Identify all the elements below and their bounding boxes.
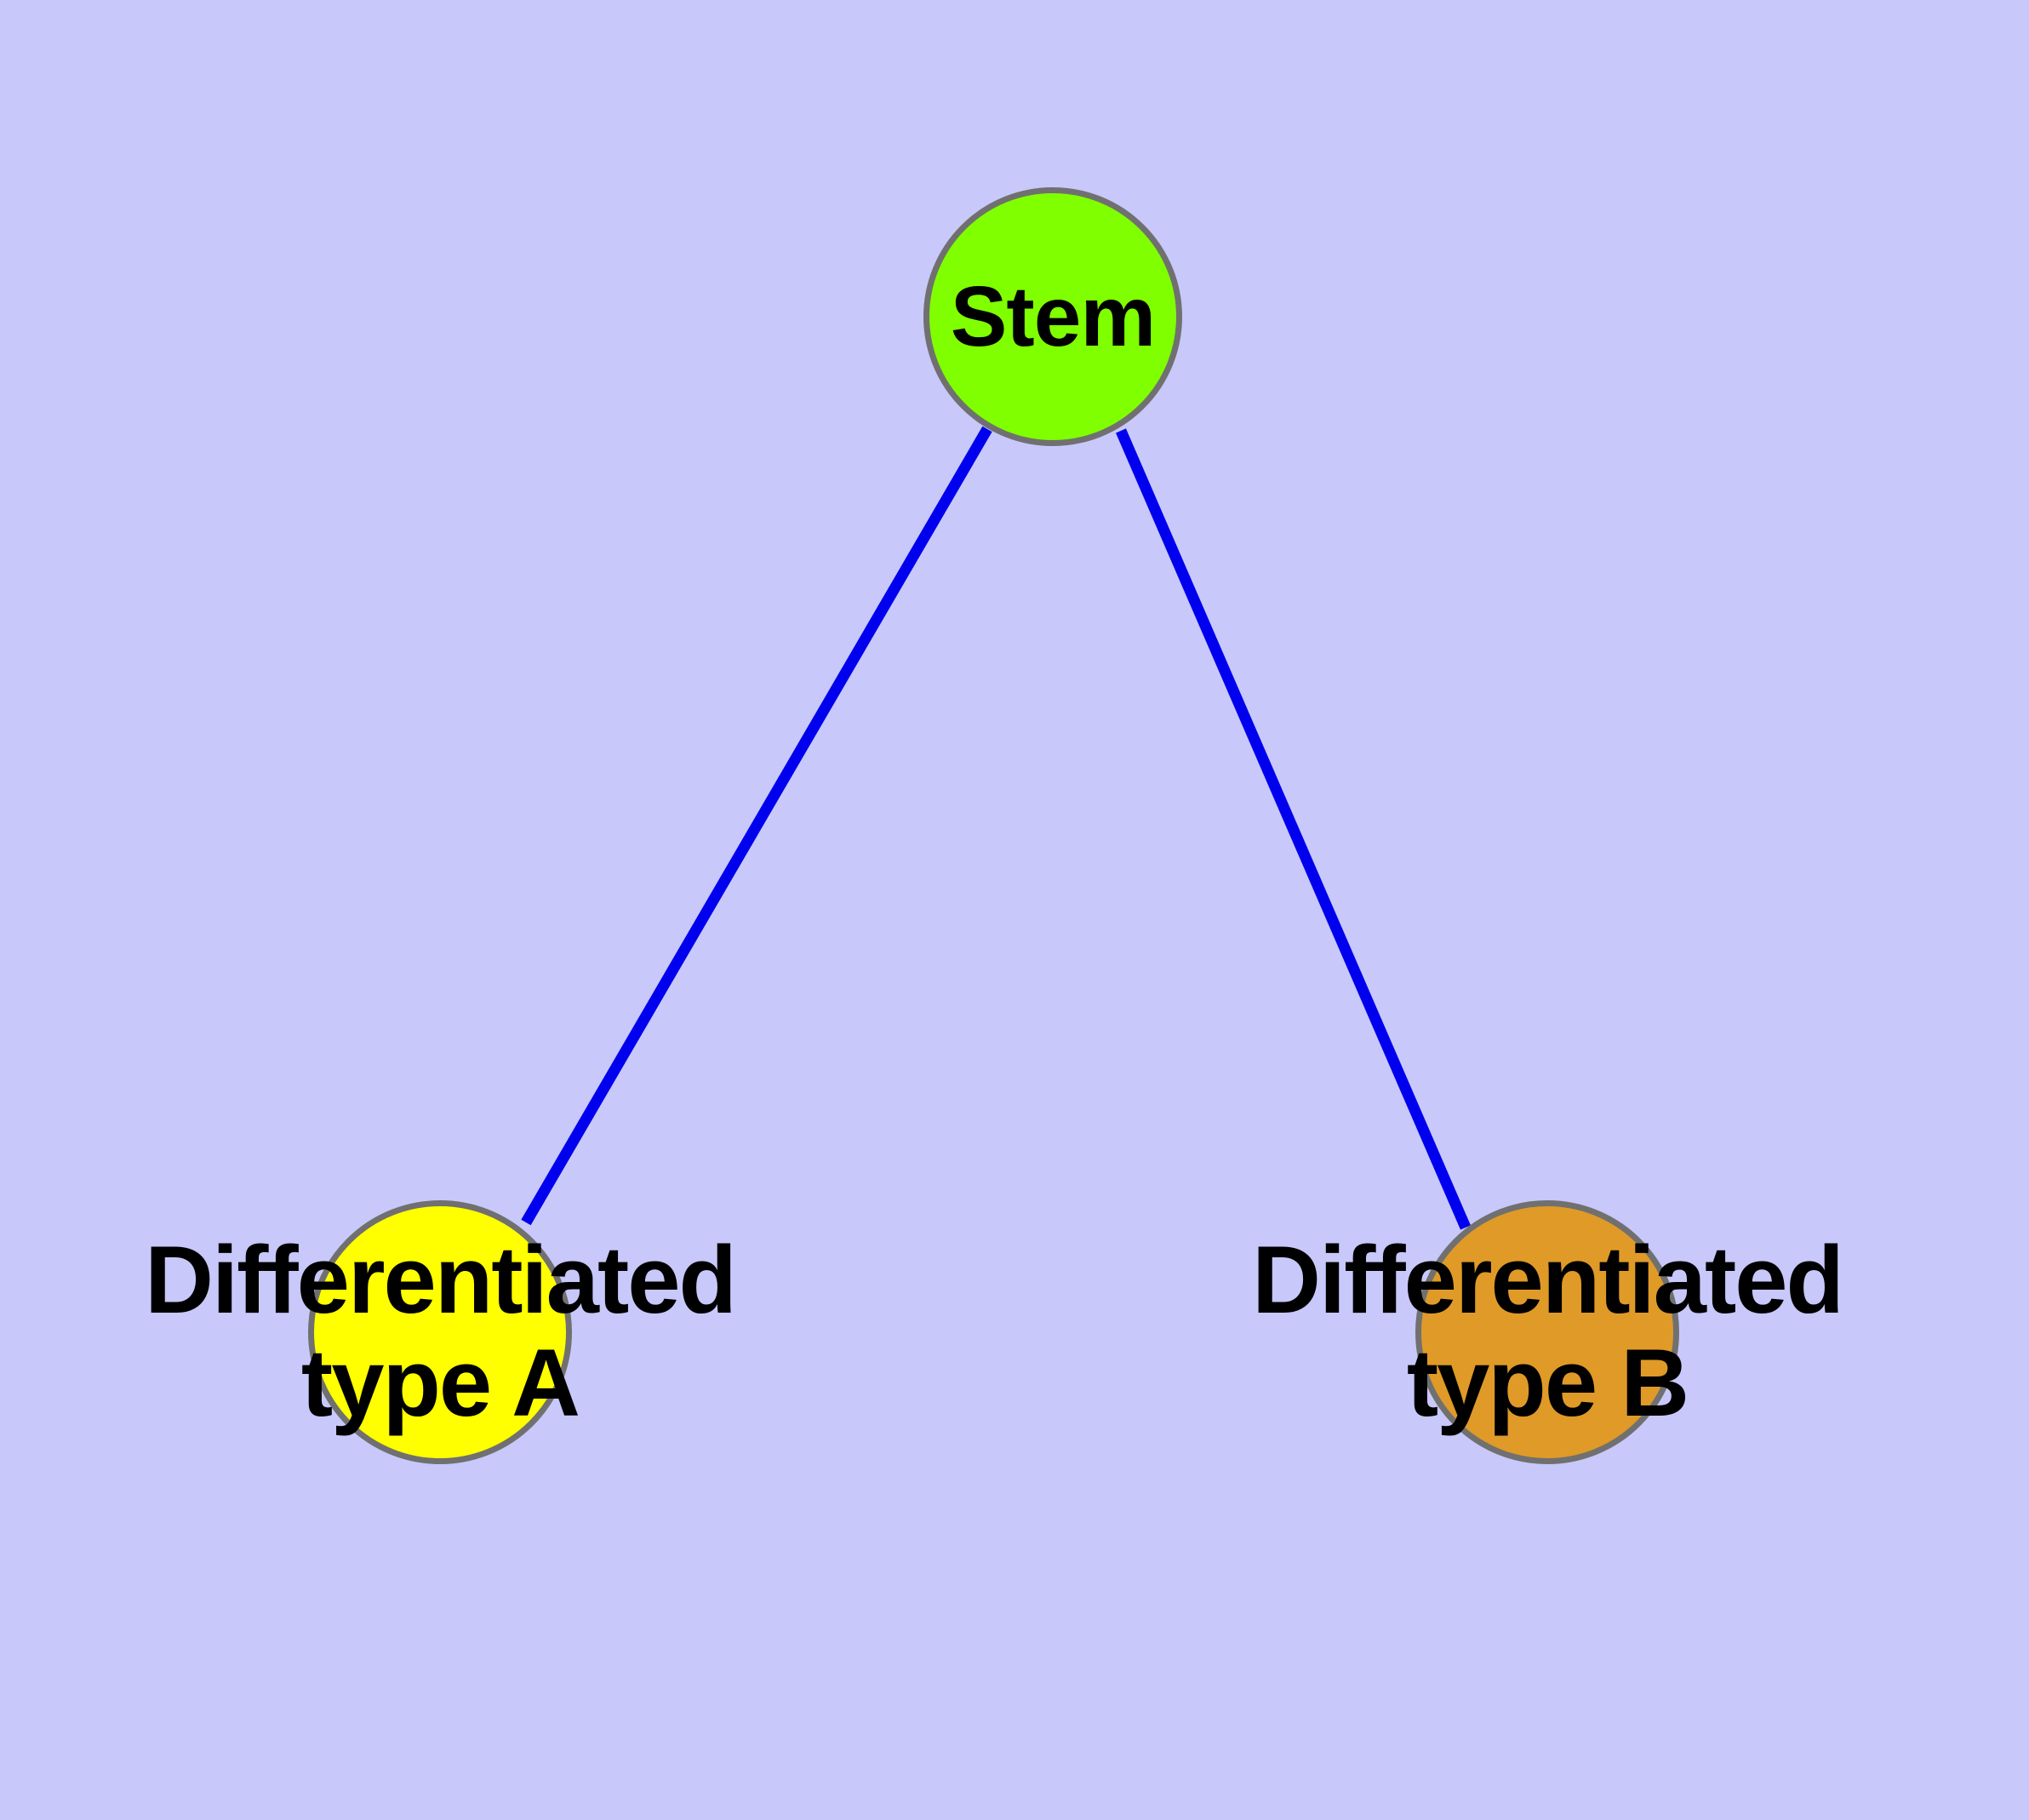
node-circle-differentiated-type-b[interactable] xyxy=(1415,1200,1679,1464)
node-circle-differentiated-type-a[interactable] xyxy=(308,1200,572,1464)
node-circle-stem[interactable] xyxy=(923,187,1182,446)
nodes-group xyxy=(308,187,1679,1464)
edge-stem-to-differentiated-type-a xyxy=(521,426,992,1226)
edges-group xyxy=(521,426,1471,1230)
edge-stem-to-differentiated-type-b xyxy=(1116,428,1471,1230)
